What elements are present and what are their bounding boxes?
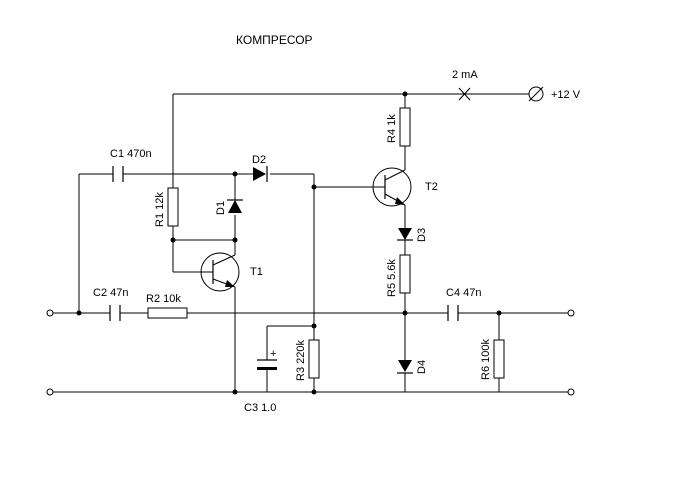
svg-text:R4 1k: R4 1k [386,114,398,143]
ground-terminal-left [46,388,54,396]
svg-text:R5 5.6k: R5 5.6k [386,259,398,297]
svg-text:C2 47n: C2 47n [93,287,128,299]
ground-terminal-right [567,388,575,396]
svg-text:D1: D1 [215,201,227,215]
resistor-r2: R2 10k [146,293,188,319]
svg-text:C1 470n: C1 470n [110,148,152,160]
input-terminal [46,309,54,317]
svg-text:T1: T1 [250,266,263,278]
schematic-title: КОМПРЕСОР [236,33,313,47]
diode-d2: D2 [252,154,268,182]
supply-terminal [528,86,544,102]
svg-text:R3 220k: R3 220k [295,340,307,381]
capacitor-c4: C4 47n [446,287,481,321]
svg-text:C3 1.0: C3 1.0 [244,402,276,414]
resistor-r4: R4 1k [386,107,411,147]
diode-d3: D3 [397,228,428,242]
capacitor-c1: C1 470n [110,148,152,182]
svg-text:+: + [270,348,276,360]
wires [52,93,569,393]
svg-text:C4 47n: C4 47n [446,287,481,299]
terminals: +12 V 2 mA [46,69,581,396]
diode-d4: D4 [397,360,428,374]
resistor-r6: R6 100k [480,339,505,380]
transistor-t2: T2 [372,167,438,207]
capacitor-c2: C2 47n [93,287,128,321]
resistor-r5: R5 5.6k [386,254,411,297]
svg-text:T2: T2 [425,181,438,193]
resistor-r1: R1 12k [154,187,179,227]
transistor-t1: T1 [200,252,263,292]
svg-text:D3: D3 [416,228,428,242]
diode-d1: D1 [215,199,243,215]
svg-text:D4: D4 [416,360,428,374]
current-label: 2 mA [452,69,478,81]
resistor-r3: R3 220k [295,339,320,381]
svg-text:R6 100k: R6 100k [480,339,492,380]
current-mark [458,87,471,101]
svg-text:D2: D2 [252,154,266,166]
output-terminal [567,309,575,317]
svg-text:R1 12k: R1 12k [154,192,166,227]
capacitor-c3: + C3 1.0 [244,348,277,414]
supply-label: +12 V [551,89,581,101]
junctions [76,91,502,395]
svg-text:R2 10k: R2 10k [146,293,181,305]
